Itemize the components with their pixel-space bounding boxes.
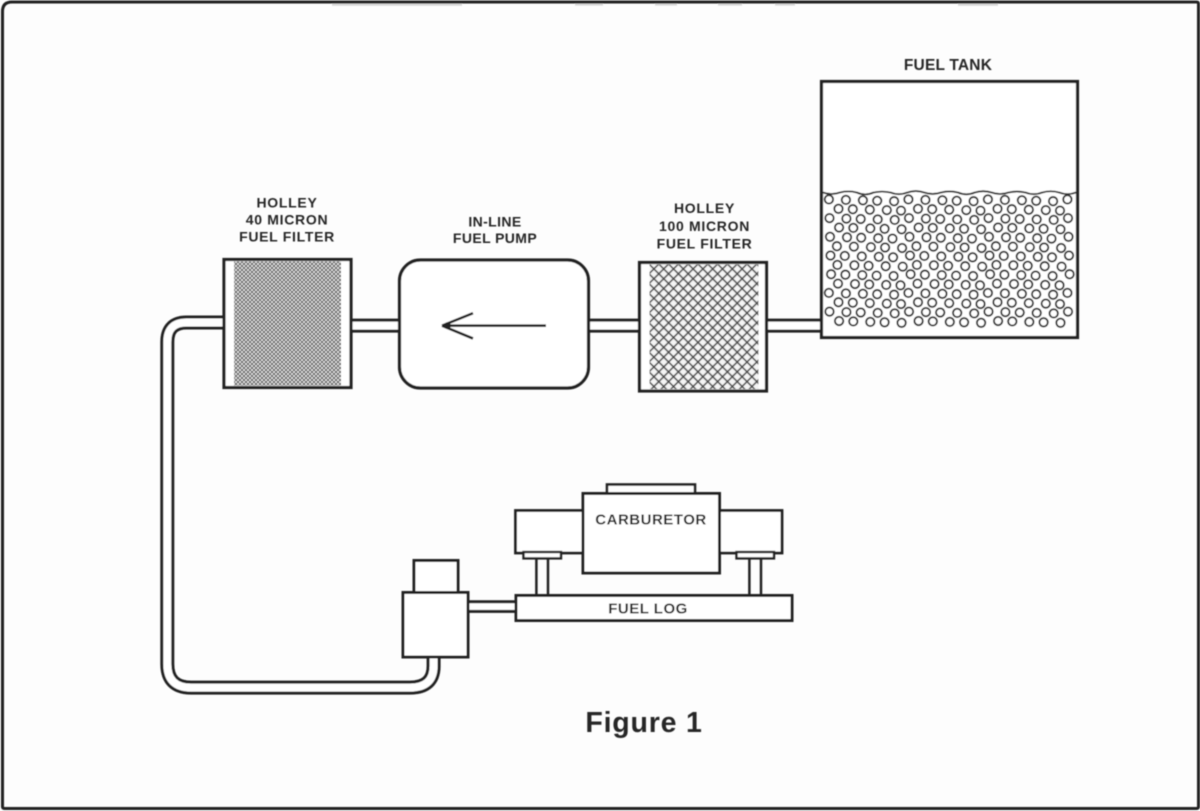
svg-text:Figure 1: Figure 1 bbox=[585, 707, 702, 739]
svg-text:HOLLEY: HOLLEY bbox=[257, 195, 318, 211]
svg-text:CARBURETOR: CARBURETOR bbox=[595, 512, 706, 529]
svg-text:FUEL FILTER: FUEL FILTER bbox=[657, 236, 753, 252]
svg-text:FUEL FILTER: FUEL FILTER bbox=[239, 229, 335, 245]
svg-text:40 MICRON: 40 MICRON bbox=[246, 212, 329, 228]
svg-text:HOLLEY: HOLLEY bbox=[674, 200, 735, 216]
svg-text:IN-LINE: IN-LINE bbox=[468, 214, 521, 230]
svg-text:100 MICRON: 100 MICRON bbox=[659, 218, 750, 234]
svg-text:FUEL LOG: FUEL LOG bbox=[608, 600, 688, 617]
svg-text:FUEL TANK: FUEL TANK bbox=[904, 57, 993, 74]
svg-text:FUEL PUMP: FUEL PUMP bbox=[453, 230, 537, 246]
